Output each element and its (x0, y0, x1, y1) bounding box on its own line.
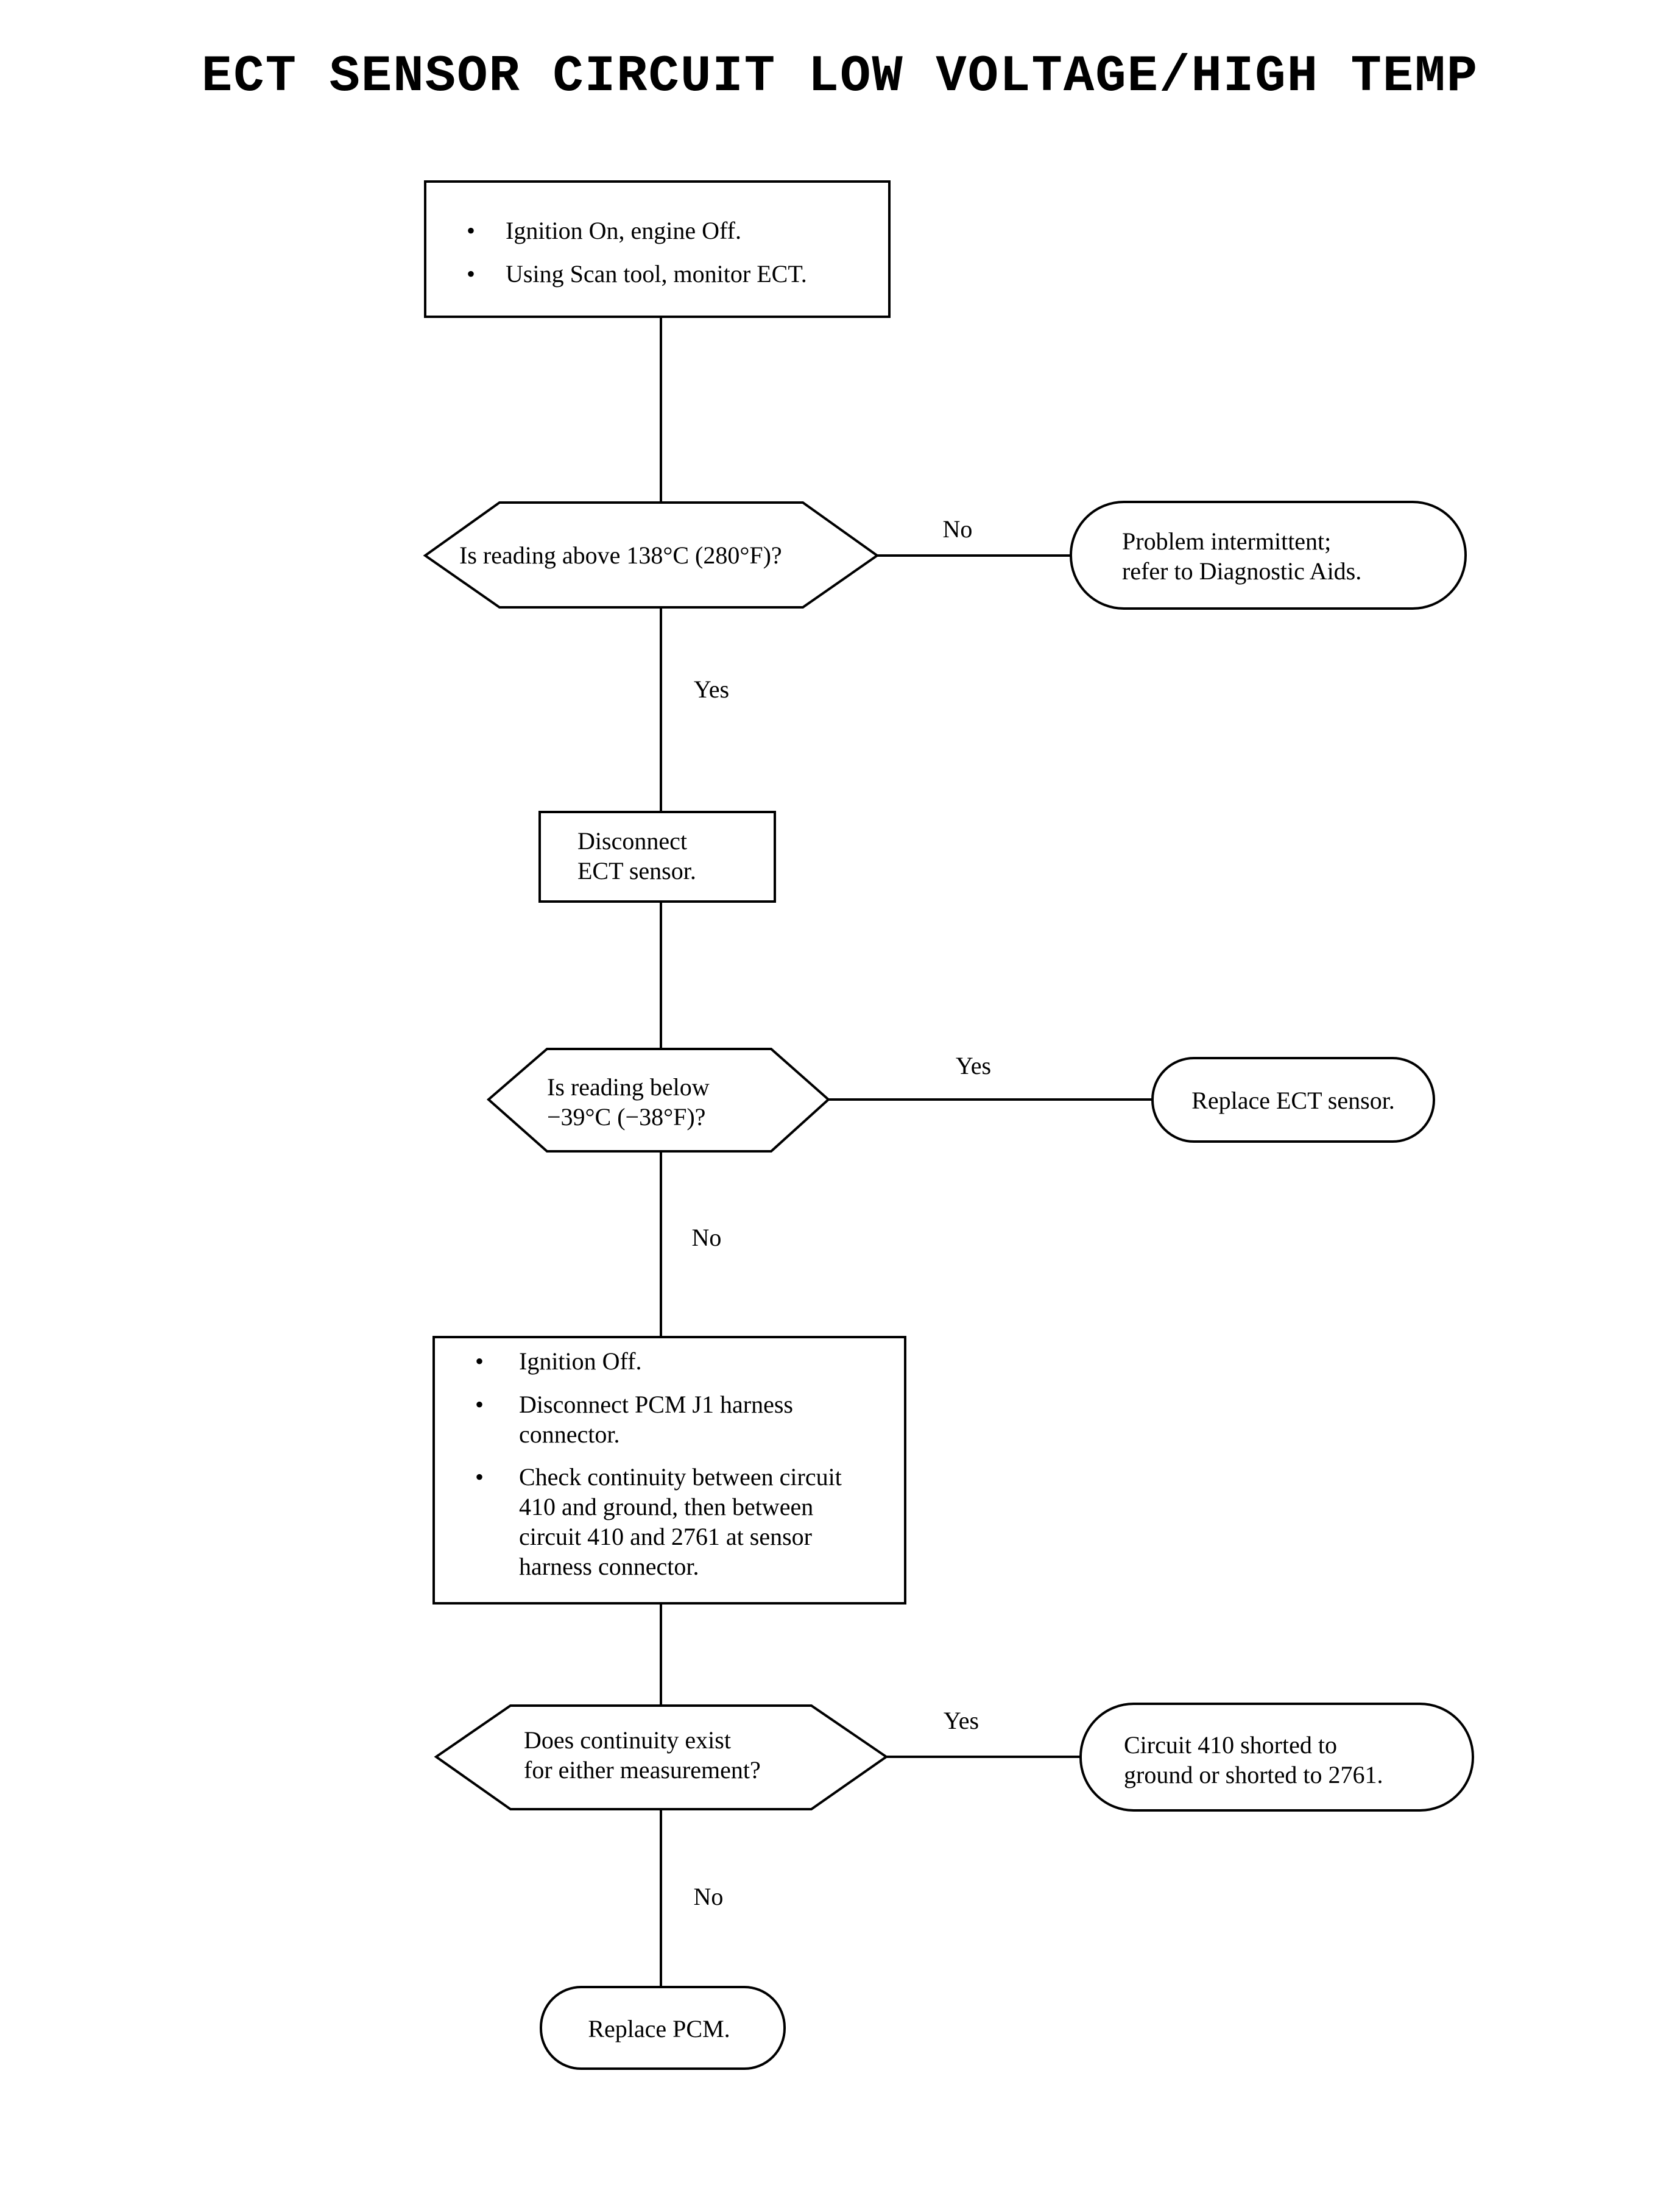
decision-continuity-exist-box: Does continuity exist for either measure… (434, 1704, 889, 1810)
step-disconnect-ect-box: Disconnect ECT sensor. (538, 811, 776, 903)
step-text: harness connector. (519, 1553, 699, 1580)
result-text: Problem intermittent; (1122, 528, 1331, 555)
result-text: Circuit 410 shorted to (1124, 1731, 1337, 1759)
branch-label-yes: Yes (944, 1707, 979, 1734)
bullet-icon: • (475, 1347, 484, 1375)
process-box (432, 1336, 906, 1605)
step-text: circuit 410 and 2761 at sensor (519, 1523, 812, 1550)
branch-label-no: No (692, 1224, 722, 1251)
decision-text: −39°C (−38°F)? (547, 1103, 705, 1131)
step-text: Using Scan tool, monitor ECT. (506, 260, 807, 288)
step-text: Check continuity between circuit (519, 1463, 842, 1491)
bullet-icon: • (475, 1391, 484, 1418)
result-problem-intermittent: Problem intermittent; refer to Diagnosti… (1070, 501, 1467, 610)
decision-text: Does continuity exist (524, 1726, 731, 1754)
branch-label-no: No (943, 515, 973, 543)
decision-diamond (434, 1704, 889, 1810)
result-replace-pcm: Replace PCM. (540, 1986, 786, 2070)
decision-text: for either measurement? (524, 1756, 761, 1784)
bullet-icon: • (467, 217, 475, 244)
terminal-box (540, 1986, 786, 2070)
result-text: Replace ECT sensor. (1191, 1087, 1395, 1114)
decision-text: Is reading below (547, 1073, 710, 1101)
step-text: ECT sensor. (577, 857, 696, 884)
decision-reading-below-box: Is reading below −39°C (−38°F)? (486, 1048, 831, 1153)
bullet-icon: • (475, 1463, 484, 1491)
step-text: connector. (519, 1421, 620, 1448)
result-replace-ect-sensor: Replace ECT sensor. (1151, 1057, 1435, 1143)
process-box (424, 180, 891, 318)
decision-text: Is reading above 138°C (280°F)? (459, 542, 782, 569)
decision-diamond (423, 501, 880, 609)
terminal-box (1079, 1703, 1474, 1812)
terminal-box (1070, 501, 1467, 610)
result-text: ground or shorted to 2761. (1124, 1761, 1383, 1788)
step-ignition-on-box: • Ignition On, engine Off. • Using Scan … (424, 180, 891, 318)
process-box (538, 811, 776, 903)
result-circuit-shorted: Circuit 410 shorted to ground or shorted… (1079, 1703, 1474, 1812)
step-text: Ignition On, engine Off. (506, 217, 741, 244)
result-text: refer to Diagnostic Aids. (1122, 557, 1361, 585)
step-text: Ignition Off. (519, 1347, 641, 1375)
step-text: 410 and ground, then between (519, 1493, 813, 1520)
result-text: Replace PCM. (588, 2015, 730, 2042)
step-text: Disconnect PCM J1 harness (519, 1391, 793, 1418)
terminal-box (1151, 1057, 1435, 1143)
page-title: ECT SENSOR CIRCUIT LOW VOLTAGE/HIGH TEMP (202, 48, 1478, 106)
branch-label-yes: Yes (956, 1052, 991, 1079)
bullet-icon: • (467, 260, 475, 288)
connectors (660, 317, 1152, 1987)
step-text: Disconnect (577, 827, 687, 855)
branch-label-no: No (694, 1883, 724, 1910)
decision-diamond (486, 1048, 831, 1153)
decision-reading-above-box: Is reading above 138°C (280°F)? (423, 501, 880, 609)
branch-label-yes: Yes (694, 676, 729, 703)
step-check-continuity-box: • Ignition Off. • Disconnect PCM J1 harn… (432, 1336, 906, 1605)
